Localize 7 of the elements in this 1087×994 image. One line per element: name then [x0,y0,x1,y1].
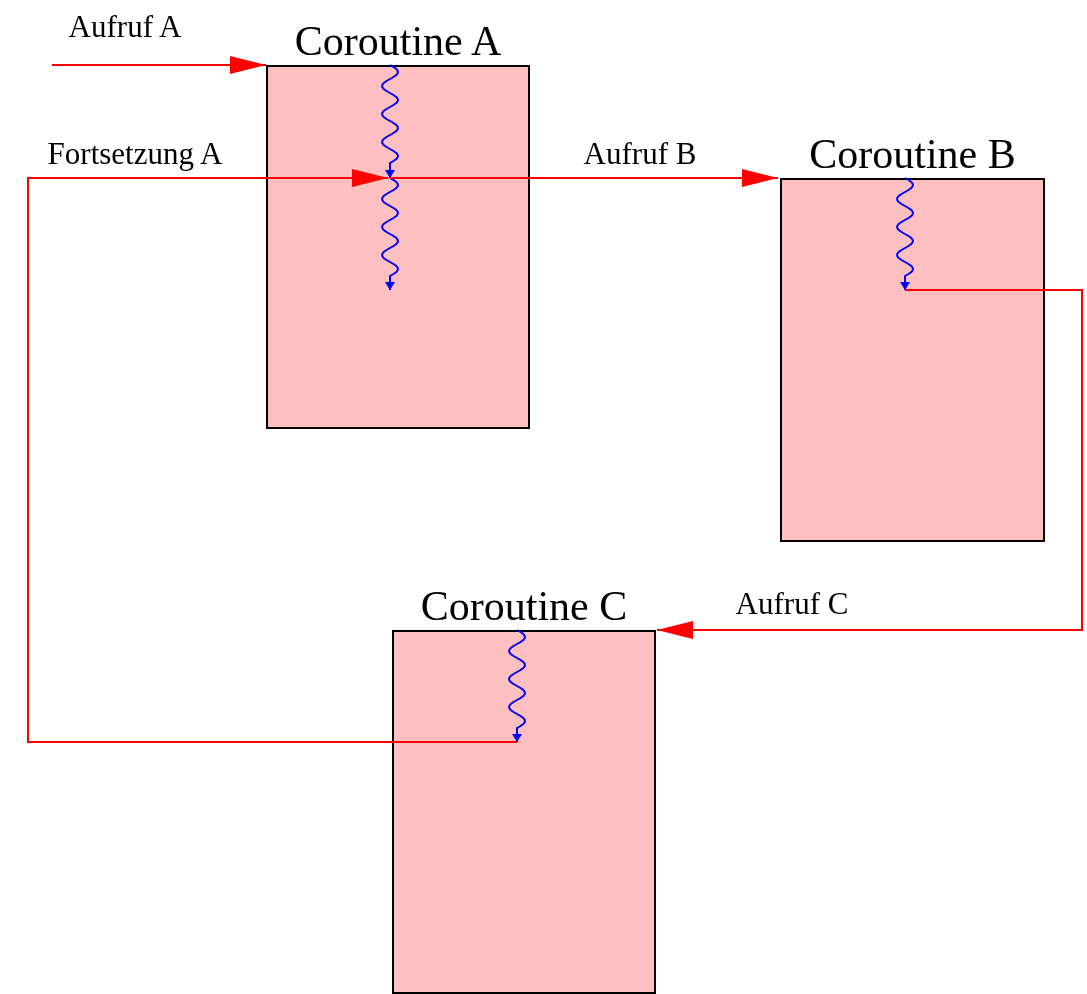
arrow [656,289,1083,639]
arrow [389,169,779,187]
box-heading: Coroutine B [808,130,1017,178]
arrow [27,169,518,743]
box-heading: Coroutine C [419,582,629,630]
arrow [51,56,267,74]
box-heading: Coroutine A [293,17,503,65]
